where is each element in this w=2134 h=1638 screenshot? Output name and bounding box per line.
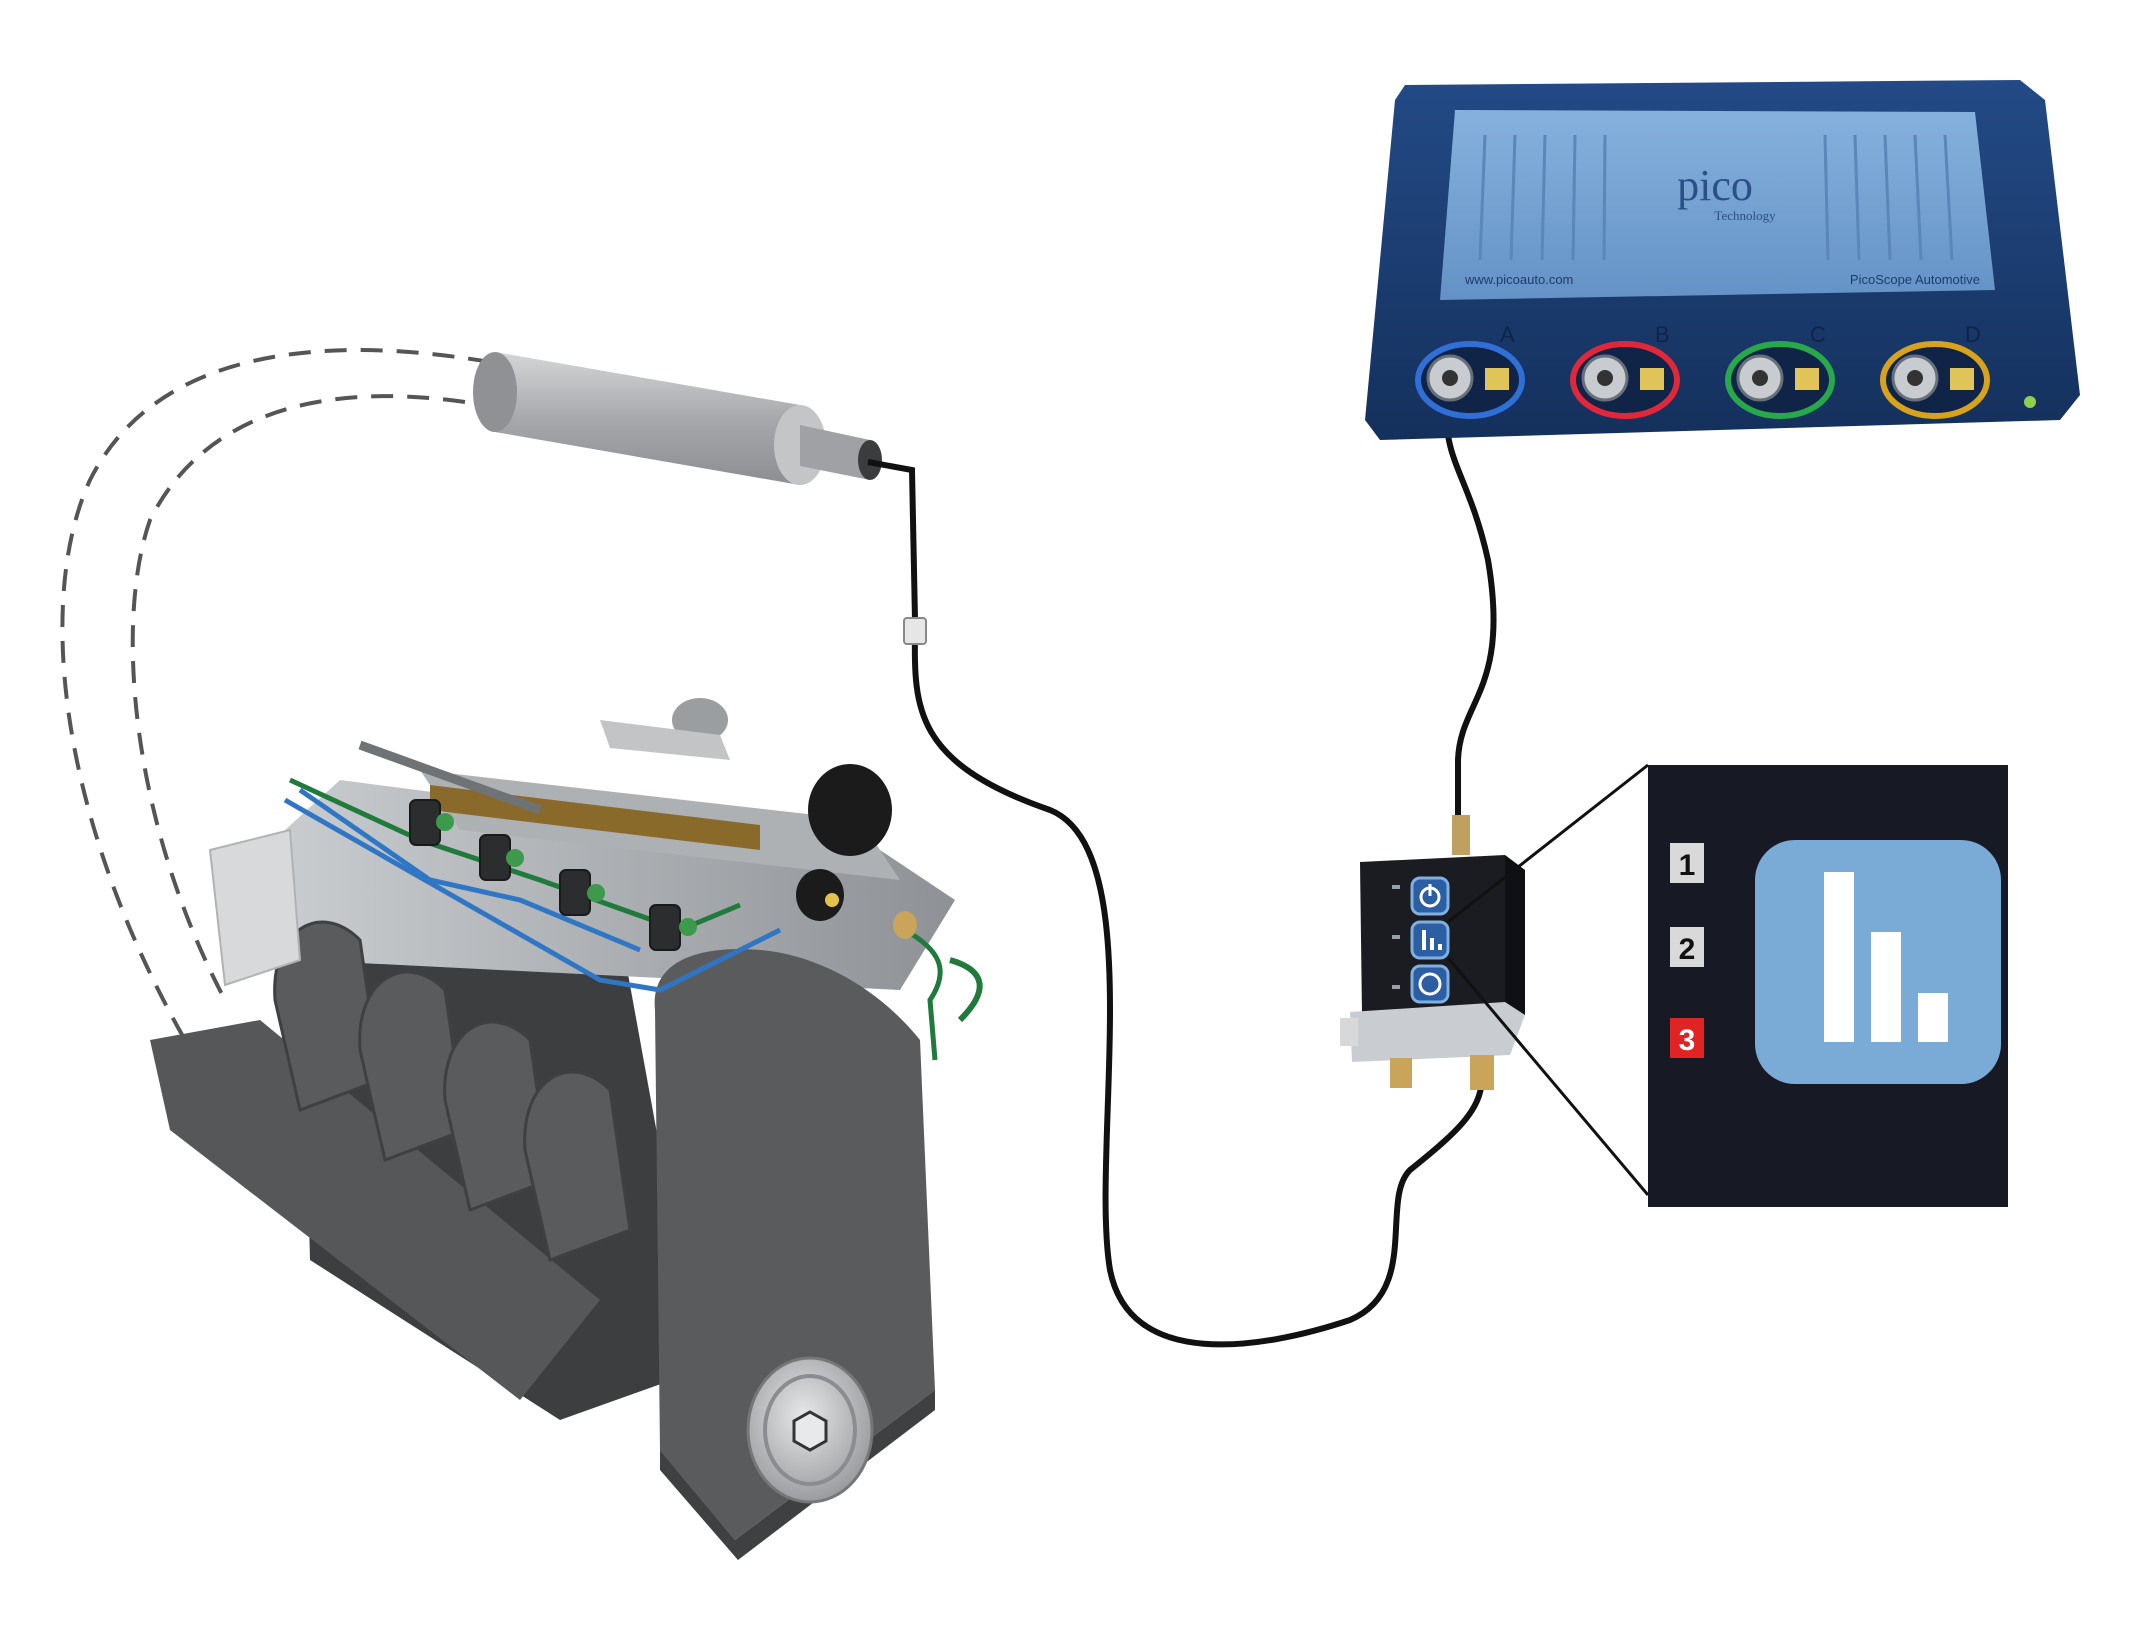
- bar-chart-icon: [1755, 840, 2001, 1084]
- sensor-power-button[interactable]: [1410, 876, 1450, 916]
- scope-input-cable: [1443, 394, 1497, 820]
- channel-d-label: D: [1965, 322, 1981, 347]
- mode-3-label: 3: [1679, 1024, 1696, 1057]
- channel-b-label: B: [1655, 322, 1670, 347]
- scope-model: PicoScope Automotive: [1850, 272, 1980, 287]
- channel-a-label: A: [1500, 322, 1515, 347]
- engine: [150, 698, 983, 1560]
- mode-2-label: 2: [1679, 933, 1696, 966]
- muffler: [473, 352, 882, 485]
- channel-c-input[interactable]: [1725, 341, 1835, 419]
- pressure-sensor-module: [1340, 815, 1525, 1090]
- picoscope-device: pico Technology www.picoauto.com PicoSco…: [1365, 80, 2080, 440]
- channel-b-input[interactable]: [1570, 341, 1680, 419]
- mode-callout-panel: 1 2 3: [1648, 765, 2008, 1207]
- channel-d-input[interactable]: [1880, 341, 1990, 419]
- mode-3-badge: [1670, 1018, 1704, 1058]
- timing-cover: [654, 949, 935, 1540]
- cable-ferrule: [903, 617, 927, 645]
- sensor-zero-button[interactable]: [1410, 964, 1450, 1004]
- scope-url: www.picoauto.com: [1464, 272, 1573, 287]
- mode-2-badge: [1670, 927, 1704, 967]
- exhaust-probe-cable: [867, 459, 1485, 1348]
- mode-1-label: 1: [1679, 849, 1696, 882]
- channel-c-label: C: [1810, 322, 1826, 347]
- callout-lines: [1446, 763, 1650, 1196]
- exhaust-connection-dashes: [60, 348, 491, 1041]
- scope-status-led: [2024, 396, 2036, 408]
- sensor-mode-button[interactable]: [1410, 920, 1450, 960]
- channel-a-input[interactable]: [1415, 341, 1525, 419]
- mode-1-badge: [1670, 843, 1704, 883]
- scope-brand-sub: Technology: [1714, 208, 1776, 223]
- pulley-bolt-icon: [792, 1410, 828, 1452]
- scope-brand: pico: [1677, 161, 1753, 210]
